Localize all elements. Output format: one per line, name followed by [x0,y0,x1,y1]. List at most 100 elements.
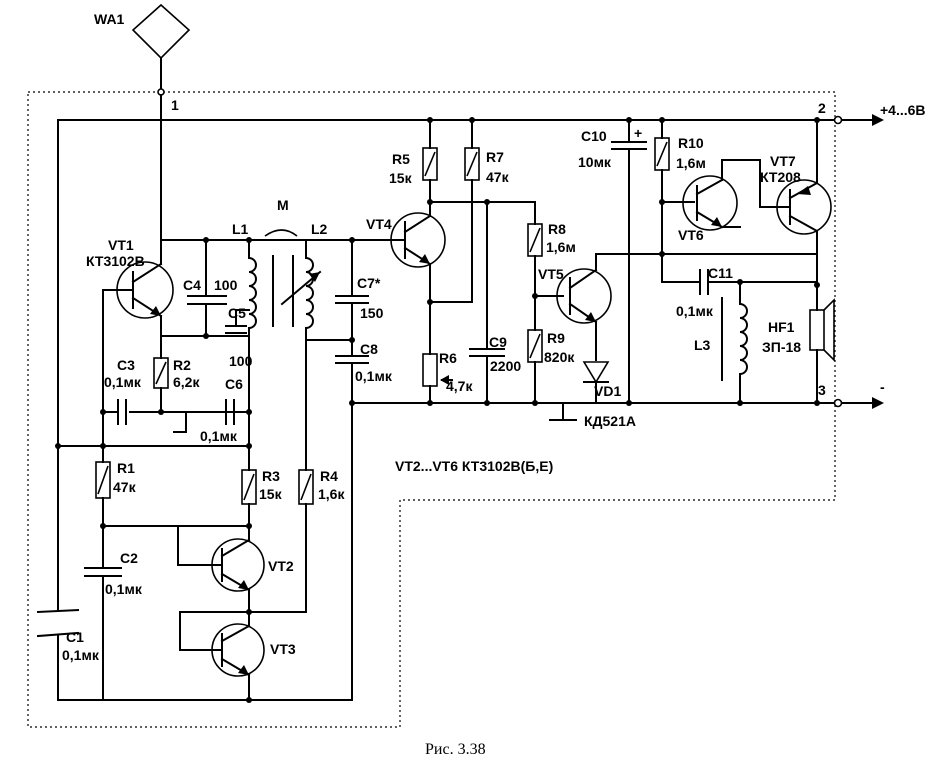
vd1-type: КД521А [584,413,636,429]
pin2-terminal [833,115,843,125]
r9-label: R9 [547,330,565,346]
c10-label: C10 [581,128,607,144]
c8-label: C8 [360,341,378,357]
enclosure-outline [27,91,836,728]
capacitor-c7 [335,239,369,357]
antenna-wa1 [131,3,191,121]
capacitor-c11 [699,269,709,295]
r7-label: R7 [486,149,504,165]
pin1-label: 1 [171,97,179,113]
antenna-label: WA1 [94,11,125,27]
r8-label: R8 [548,221,566,237]
supply-minus-label: - [880,379,885,395]
c7-value: 150 [360,305,384,321]
c1-value: 0,1мк [62,647,100,663]
transistor-vt1 [102,239,174,337]
pin3-label: 3 [818,382,826,398]
inductor-l2 [280,239,322,341]
r1-value: 47к [113,479,137,495]
r10-value: 1,6м [676,155,706,171]
inductor-l1 [247,239,274,441]
l1-label: L1 [232,221,249,237]
capacitor-c2 [84,567,122,701]
c10-polarity: + [634,125,642,141]
c2-label: C2 [120,550,138,566]
r7-value: 47к [486,169,510,185]
diode-vd1 [582,361,610,404]
resistor-r2 [153,335,169,413]
c4-value: 100 [214,277,238,293]
transistor-vt2 [211,538,265,613]
transistor-vt6 [682,159,741,231]
c5-label: C5 [228,305,246,321]
c2-value: 0,1мк [105,581,143,597]
r3-value: 15к [259,486,283,502]
capacitor-c4 [187,239,227,337]
r4-label: R4 [320,468,338,484]
vt7-label: VT7 [770,153,796,169]
capacitor-c3 [117,399,127,425]
resistor-r4 [298,469,314,613]
c3-value: 0,1мк [104,374,142,390]
transistor-type-note: VT2...VT6 КТ3102В(Б,Е) [395,458,553,474]
c11-value: 0,1мк [676,303,714,319]
resistor-r7 [429,119,480,303]
vt7-type: КТ208 [760,169,801,185]
c10-value: 10мк [578,154,612,170]
hf1-label: HF1 [768,319,795,335]
vt1-label: VT1 [108,237,134,253]
c1-label: C1 [66,629,84,645]
resistor-r3 [241,439,257,541]
ground-icon [549,402,577,421]
vt3-label: VT3 [270,641,296,657]
inductor-l3 [721,281,748,404]
r9-value: 820к [544,349,575,365]
resistor-r5 [422,119,438,217]
c9-value: 2200 [490,358,521,374]
transistor-vt4 [351,212,446,268]
vt5-label: VT5 [538,266,564,282]
pin3-terminal [833,398,843,408]
r4-value: 1,6к [318,486,345,502]
r6-value: 4,7к [446,378,473,394]
capacitor-c10 [611,119,647,404]
r1-label: R1 [117,460,135,476]
mutual-inductance-label: M [277,197,289,213]
c7-label: C7* [357,275,381,291]
hf1-type: ЗП-18 [762,339,801,355]
r8-value: 1,6м [546,239,576,255]
capacitor-c6 [225,399,235,425]
r6-label: R6 [439,350,457,366]
c4-label: C4 [183,277,201,293]
coupling-arrow-icon [264,229,298,237]
capacitor-c1 [36,608,80,638]
r2-value: 6,2к [173,374,200,390]
r5-label: R5 [392,151,410,167]
resistor-r1 [95,445,111,569]
speaker-hf1 [809,298,835,404]
transistor-vt5 [556,253,612,361]
c9-label: C9 [489,334,507,350]
c6-value: 0,1мк [200,428,238,444]
c8-value: 0,1мк [355,368,393,384]
c6-label: C6 [225,376,243,392]
l3-label: L3 [694,337,711,353]
c3-label: C3 [117,357,135,373]
capacitor-c5 [225,309,250,334]
vt1-type: КТ3102В [86,253,145,269]
r3-label: R3 [262,468,280,484]
resistor-r9 [527,329,543,404]
pin2-label: 2 [818,100,826,116]
capacitor-c8 [335,355,369,404]
vt2-label: VT2 [268,558,294,574]
c5-value: 100 [229,353,253,369]
figure-caption: Рис. 3.38 [425,741,486,758]
vt4-label: VT4 [366,216,392,232]
supply-plus-label: +4...6В [880,102,926,118]
r5-value: 15к [389,170,413,186]
transistor-vt3 [211,611,265,701]
c11-label: C11 [708,265,733,281]
r10-label: R10 [678,135,704,151]
capacitor-c9 [469,201,505,404]
